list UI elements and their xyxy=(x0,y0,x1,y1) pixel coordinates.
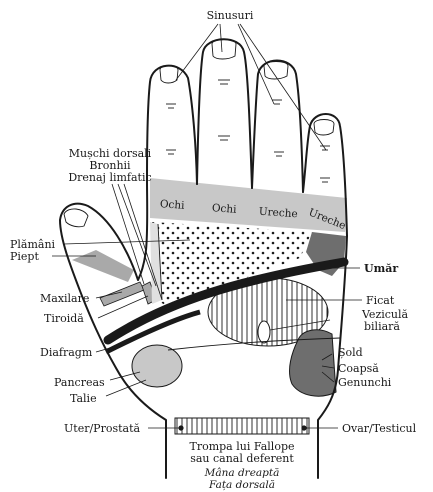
label-ureche-1: Ureche xyxy=(258,206,298,221)
label-muschi-dorsali: Mușchi dorsali xyxy=(69,147,152,160)
label-vezicula-2: biliară xyxy=(364,320,400,333)
label-trompa-2: sau canal deferent xyxy=(190,452,294,465)
thumb-outline xyxy=(59,179,167,479)
label-maxilare: Maxilare xyxy=(40,292,89,305)
label-piept: Piept xyxy=(10,250,39,263)
label-uter-prostata: Uter/Prostată xyxy=(64,422,140,435)
nail-thumb xyxy=(63,208,89,228)
label-sinusuri: Sinusuri xyxy=(207,9,254,22)
nail-ring xyxy=(263,61,289,80)
label-coapsa: Coapsă xyxy=(338,362,379,375)
eyes-ears-band xyxy=(150,178,347,232)
jaw-strip xyxy=(99,281,145,307)
hip-thigh-knee-zone xyxy=(289,329,337,397)
label-vezicula-1: Veziculă xyxy=(361,308,409,321)
middle-finger-outline xyxy=(196,38,253,189)
uterus-prostate-point xyxy=(178,425,184,431)
label-ficat: Ficat xyxy=(366,294,395,307)
label-plamani: Plămâni xyxy=(10,238,56,251)
leader-lines xyxy=(52,23,362,429)
wrist-band xyxy=(174,417,310,435)
nail-index xyxy=(159,65,179,84)
lymph-bronchi-zone xyxy=(150,222,162,304)
nail-middle xyxy=(211,39,237,60)
caption-hand: Mâna dreaptă xyxy=(204,467,280,479)
label-diafragm: Diafragm xyxy=(40,346,93,359)
label-sold: Șold xyxy=(338,346,363,359)
label-pancreas: Pancreas xyxy=(54,376,105,389)
lungs-chest-zone xyxy=(152,222,312,306)
label-ochi-1: Ochi xyxy=(160,198,186,212)
label-tiroida: Tiroidă xyxy=(44,312,84,325)
label-ovar-testicul: Ovar/Testicul xyxy=(342,422,417,435)
little-finger-outline xyxy=(302,113,348,237)
hand-right-edge xyxy=(317,235,348,479)
label-talie: Talie xyxy=(70,392,97,405)
caption-side: Fața dorsală xyxy=(208,479,275,491)
label-umar: Umăr xyxy=(364,262,398,275)
ring-finger-outline xyxy=(251,59,304,193)
ovary-testicle-point xyxy=(301,425,307,431)
index-finger-outline xyxy=(146,64,198,185)
label-ochi-2: Ochi xyxy=(212,202,238,216)
label-trompa-1: Trompa lui Fallope xyxy=(189,440,294,453)
gallbladder-zone xyxy=(257,320,271,344)
thumb-chest-strip xyxy=(72,250,134,282)
nail-little xyxy=(313,119,335,136)
knuckle-creases xyxy=(166,79,330,183)
label-drenaj-limfatic: Drenaj limfatic xyxy=(68,171,151,184)
label-bronhii: Bronhii xyxy=(89,159,131,172)
diaphragm-line xyxy=(103,257,349,345)
pancreas-waist-zone xyxy=(131,344,183,388)
label-genunchi: Genunchi xyxy=(338,376,392,389)
